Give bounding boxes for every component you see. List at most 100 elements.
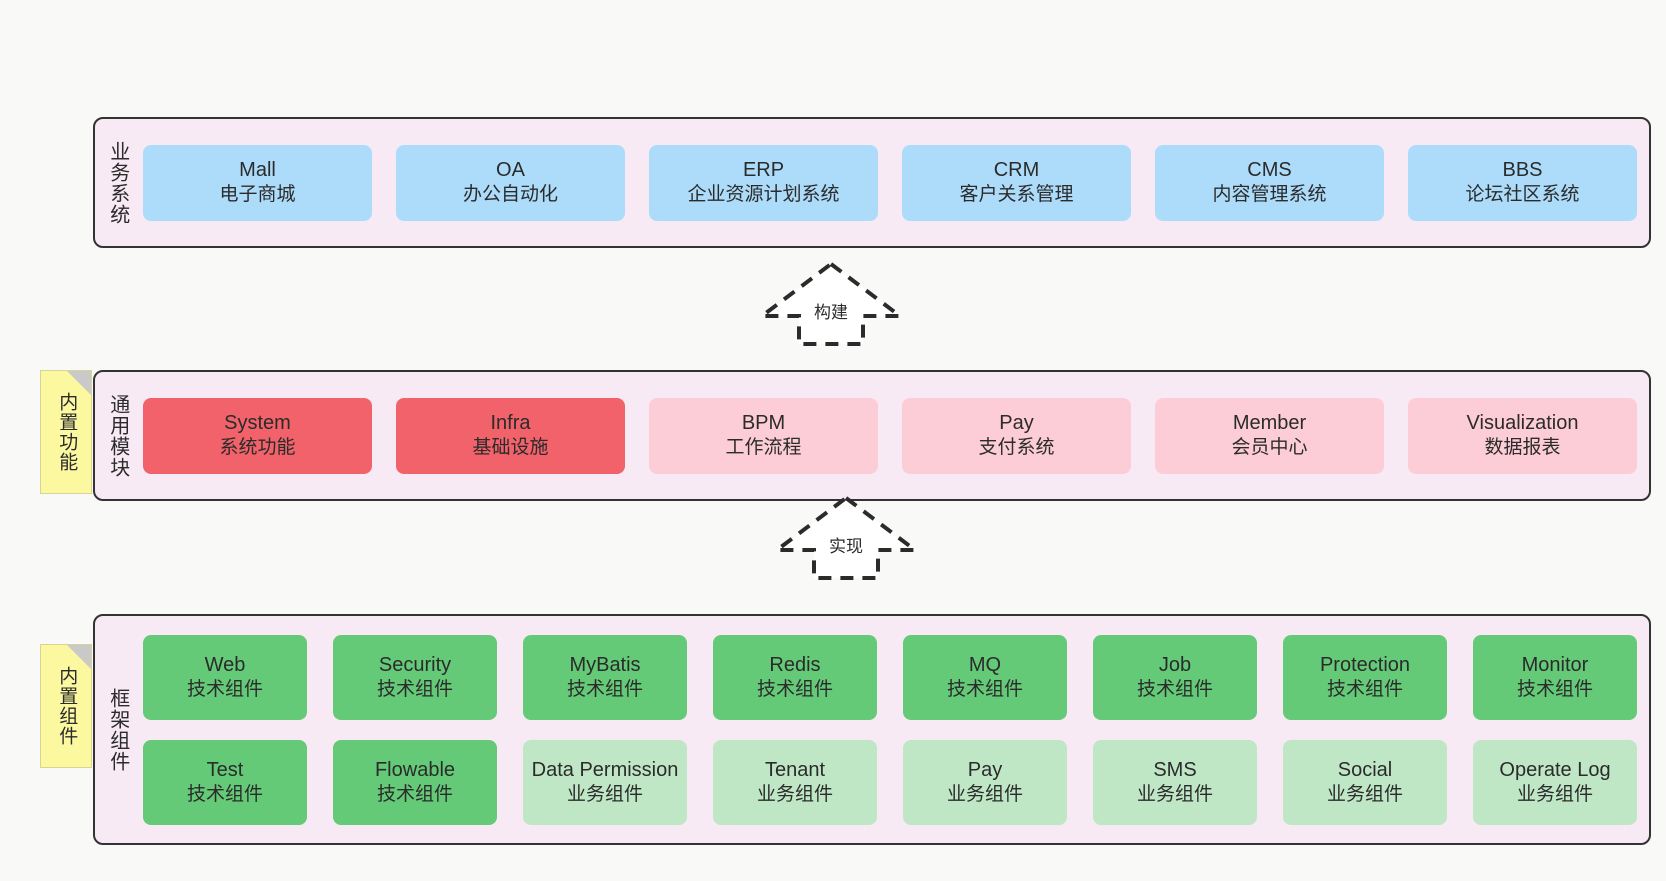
card-cms-name: CMS [1247, 159, 1292, 182]
note-builtin-component-text: 内置组件 [56, 666, 78, 746]
card-tenant-name: Tenant [764, 758, 826, 781]
card-security-name: Security [378, 653, 452, 676]
card-sms[interactable]: SMS 业务组件 [1093, 739, 1257, 825]
card-bbs[interactable]: BBS 论坛社区系统 [1408, 144, 1637, 221]
card-redis[interactable]: Redis 技术组件 [713, 634, 877, 720]
layer-framework-row-biz: Test 技术组件 Flowable 技术组件 Data Permission … [143, 739, 1637, 825]
card-infra-sub: 基础设施 [472, 437, 549, 459]
card-web-sub: 技术组件 [186, 678, 263, 700]
card-monitor[interactable]: Monitor 技术组件 [1473, 634, 1637, 720]
card-test-sub: 技术组件 [186, 783, 263, 805]
arrow-implement: 实现 [771, 492, 921, 582]
layer-framework-row-tech: Web 技术组件 Security 技术组件 MyBatis 技术组件 Redi… [143, 634, 1637, 720]
card-social-sub: 业务组件 [1326, 783, 1403, 805]
card-bpm-name: BPM [741, 412, 786, 435]
card-visualization-sub: 数据报表 [1484, 437, 1561, 459]
card-erp[interactable]: ERP 企业资源计划系统 [649, 144, 878, 221]
card-cms-sub: 内容管理系统 [1212, 184, 1327, 206]
card-cms[interactable]: CMS 内容管理系统 [1155, 144, 1384, 221]
card-job-name: Job [1158, 653, 1192, 676]
card-member-sub: 会员中心 [1231, 437, 1308, 459]
card-pay-module-sub: 支付系统 [978, 437, 1055, 459]
note-builtin-function-text: 内置功能 [56, 392, 78, 472]
card-visualization[interactable]: Visualization 数据报表 [1408, 397, 1637, 474]
card-data-permission-name: Data Permission [531, 758, 679, 781]
card-pay-module-name: Pay [999, 412, 1034, 435]
card-operate-log-sub: 业务组件 [1516, 783, 1593, 805]
layer-business-body: Mall 电子商城 OA 办公自动化 ERP 企业资源计划系统 CRM 客户关系… [139, 119, 1649, 246]
card-system[interactable]: System 系统功能 [143, 397, 372, 474]
card-operate-log[interactable]: Operate Log 业务组件 [1473, 739, 1637, 825]
card-system-name: System [224, 412, 291, 435]
card-pay-component[interactable]: Pay 业务组件 [903, 739, 1067, 825]
note-builtin-function: 内置功能 [40, 370, 92, 494]
card-test-name: Test [206, 758, 244, 781]
card-mybatis-sub: 技术组件 [566, 678, 643, 700]
card-infra[interactable]: Infra 基础设施 [396, 397, 625, 474]
card-crm[interactable]: CRM 客户关系管理 [902, 144, 1131, 221]
card-redis-name: Redis [769, 653, 821, 676]
card-data-permission-sub: 业务组件 [566, 783, 643, 805]
card-bbs-sub: 论坛社区系统 [1465, 184, 1580, 206]
card-monitor-sub: 技术组件 [1516, 678, 1593, 700]
card-flowable[interactable]: Flowable 技术组件 [333, 739, 497, 825]
arrow-build: 构建 [756, 258, 906, 348]
layer-business-system: 业务系统 Mall 电子商城 OA 办公自动化 ERP 企业资源计划系统 CRM… [93, 117, 1651, 248]
card-protection-name: Protection [1319, 653, 1411, 676]
layer-framework-title: 框架组件 [106, 687, 129, 772]
card-member[interactable]: Member 会员中心 [1155, 397, 1384, 474]
card-oa-name: OA [496, 159, 525, 182]
layer-common-row: System 系统功能 Infra 基础设施 BPM 工作流程 Pay 支付系统… [143, 397, 1637, 474]
note-fold-corner-icon [67, 371, 91, 395]
layer-business-row: Mall 电子商城 OA 办公自动化 ERP 企业资源计划系统 CRM 客户关系… [143, 144, 1637, 221]
card-job-sub: 技术组件 [1136, 678, 1213, 700]
card-monitor-name: Monitor [1521, 653, 1589, 676]
card-infra-name: Infra [490, 412, 531, 435]
card-test[interactable]: Test 技术组件 [143, 739, 307, 825]
layer-common-module: 通用模块 System 系统功能 Infra 基础设施 BPM 工作流程 Pay… [93, 370, 1651, 501]
card-mybatis-name: MyBatis [569, 653, 641, 676]
card-protection-sub: 技术组件 [1326, 678, 1403, 700]
card-mq-name: MQ [968, 653, 1002, 676]
layer-framework-component: 框架组件 Web 技术组件 Security 技术组件 MyBatis 技术组件… [93, 614, 1651, 845]
layer-framework-body: Web 技术组件 Security 技术组件 MyBatis 技术组件 Redi… [139, 616, 1649, 843]
layer-common-title: 通用模块 [106, 393, 129, 478]
card-crm-sub: 客户关系管理 [959, 184, 1074, 206]
card-social-name: Social [1337, 758, 1393, 781]
card-erp-name: ERP [742, 159, 785, 182]
card-pay-component-sub: 业务组件 [946, 783, 1023, 805]
card-flowable-sub: 技术组件 [376, 783, 453, 805]
card-tenant[interactable]: Tenant 业务组件 [713, 739, 877, 825]
card-mybatis[interactable]: MyBatis 技术组件 [523, 634, 687, 720]
card-member-name: Member [1232, 412, 1307, 435]
card-oa[interactable]: OA 办公自动化 [396, 144, 625, 221]
card-pay-module[interactable]: Pay 支付系统 [902, 397, 1131, 474]
card-sms-name: SMS [1153, 758, 1197, 781]
card-mall-name: Mall [239, 159, 276, 182]
card-mq-sub: 技术组件 [946, 678, 1023, 700]
card-bpm[interactable]: BPM 工作流程 [649, 397, 878, 474]
card-mall[interactable]: Mall 电子商城 [143, 144, 372, 221]
card-security[interactable]: Security 技术组件 [333, 634, 497, 720]
card-protection[interactable]: Protection 技术组件 [1283, 634, 1447, 720]
card-system-sub: 系统功能 [219, 437, 296, 459]
card-web[interactable]: Web 技术组件 [143, 634, 307, 720]
card-crm-name: CRM [993, 159, 1040, 182]
card-erp-sub: 企业资源计划系统 [687, 184, 840, 206]
card-tenant-sub: 业务组件 [756, 783, 833, 805]
card-oa-sub: 办公自动化 [462, 184, 558, 206]
card-pay-component-name: Pay [967, 758, 1003, 781]
card-flowable-name: Flowable [374, 758, 456, 781]
card-job[interactable]: Job 技术组件 [1093, 634, 1257, 720]
layer-business-title: 业务系统 [106, 140, 129, 225]
card-bpm-sub: 工作流程 [725, 437, 802, 459]
card-mall-sub: 电子商城 [219, 184, 296, 206]
card-data-permission[interactable]: Data Permission 业务组件 [523, 739, 687, 825]
note-builtin-component: 内置组件 [40, 644, 92, 768]
card-mq[interactable]: MQ 技术组件 [903, 634, 1067, 720]
card-web-name: Web [204, 653, 246, 676]
card-redis-sub: 技术组件 [756, 678, 833, 700]
card-social[interactable]: Social 业务组件 [1283, 739, 1447, 825]
layer-common-body: System 系统功能 Infra 基础设施 BPM 工作流程 Pay 支付系统… [139, 372, 1649, 499]
